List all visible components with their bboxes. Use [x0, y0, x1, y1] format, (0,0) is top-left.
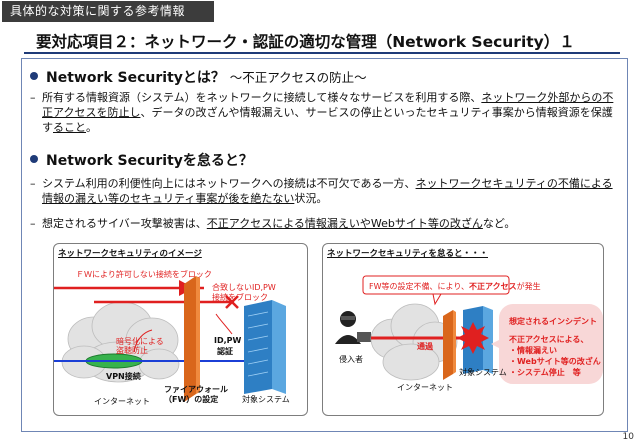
section2-paragraph-1: – システム利用の利便性向上にはネットワークへの接続は不可欠である一方、ネットワ…: [30, 177, 613, 205]
firewall-icon: [443, 310, 456, 380]
firewall-icon: [184, 276, 200, 402]
intruder-label: 侵入者: [339, 355, 363, 364]
network-diagram-graphic: [54, 276, 286, 402]
section1-heading: Network Securityとは？ ～不正アクセスの防止～: [30, 67, 367, 87]
incident-item: ・Webサイト等の改ざん: [509, 357, 601, 366]
idpw-block-label-1: 合致しないID,PW: [212, 283, 276, 292]
diagram-neglect-security: ネットワークセキュリティを怠ると・・・ FW等の設定不備、により、不正アクセスが…: [322, 243, 604, 416]
content-frame: [21, 58, 628, 432]
incident-item: ・システム停止 等: [509, 368, 581, 377]
firewall-label-2: （FW）の設定: [164, 395, 219, 404]
firewall-label-1: ファイアウォール: [164, 385, 228, 394]
page-number: 10: [622, 432, 634, 442]
encrypt-label-1: 暗号化による: [116, 337, 164, 346]
intruder-icon: [335, 311, 371, 344]
incident-title: 想定されるインシデント: [509, 317, 597, 326]
section2-heading: Network Securityを怠ると？: [30, 150, 253, 170]
internet-label: インターネット: [94, 397, 150, 406]
bullet-icon: [30, 155, 38, 163]
callout-text: FW等の設定不備、により、不正アクセスが発生: [369, 282, 541, 291]
target-system-label: 対象システム: [459, 368, 507, 377]
internet-label: インターネット: [397, 383, 453, 392]
section2-paragraph-2: – 想定されるサイバー攻撃被害は、不正アクセスによる情報漏えいやWebサイト等の…: [30, 217, 516, 230]
target-system-label: 対象システム: [242, 395, 290, 404]
idpw-auth-label-1: ID,PW: [214, 336, 242, 345]
fw-block-label: ＦＷにより許可しない接続をブロック: [76, 270, 212, 279]
neglect-diagram-graphic: [335, 275, 603, 384]
idpw-block-label-2: 接続をブロック: [212, 293, 268, 302]
left-diagram-title: ネットワークセキュリティのイメージ: [58, 249, 202, 259]
section1-paragraph: – 所有する情報資源（システム）をネットワークに接続して様々なサービスを利用する…: [30, 91, 614, 134]
bullet-icon: [30, 72, 38, 80]
encrypt-label-2: 盗聴防止: [116, 346, 148, 355]
incident-burst-icon: [457, 322, 489, 354]
server-icon: [244, 300, 286, 394]
incident-box: [499, 304, 603, 384]
idpw-auth-label-2: 認証: [217, 347, 233, 356]
right-diagram-title: ネットワークセキュリティを怠ると・・・: [327, 249, 488, 259]
section-tag: 具体的な対策に関する参考情報: [2, 1, 214, 22]
diagram-network-security-image: ネットワークセキュリティのイメージ ＦＷにより許可しない接続をブロック 合致しな…: [53, 243, 308, 416]
pass-label: 通過: [417, 342, 433, 351]
page-title: 要対応項目２：ネットワーク・認証の適切な管理（Network Security）…: [36, 33, 575, 51]
incident-item: ・情報漏えい: [509, 346, 557, 355]
vpn-label: VPN接続: [106, 372, 141, 381]
incident-lead: 不正アクセスによる、: [509, 335, 589, 344]
title-divider: [24, 52, 620, 54]
